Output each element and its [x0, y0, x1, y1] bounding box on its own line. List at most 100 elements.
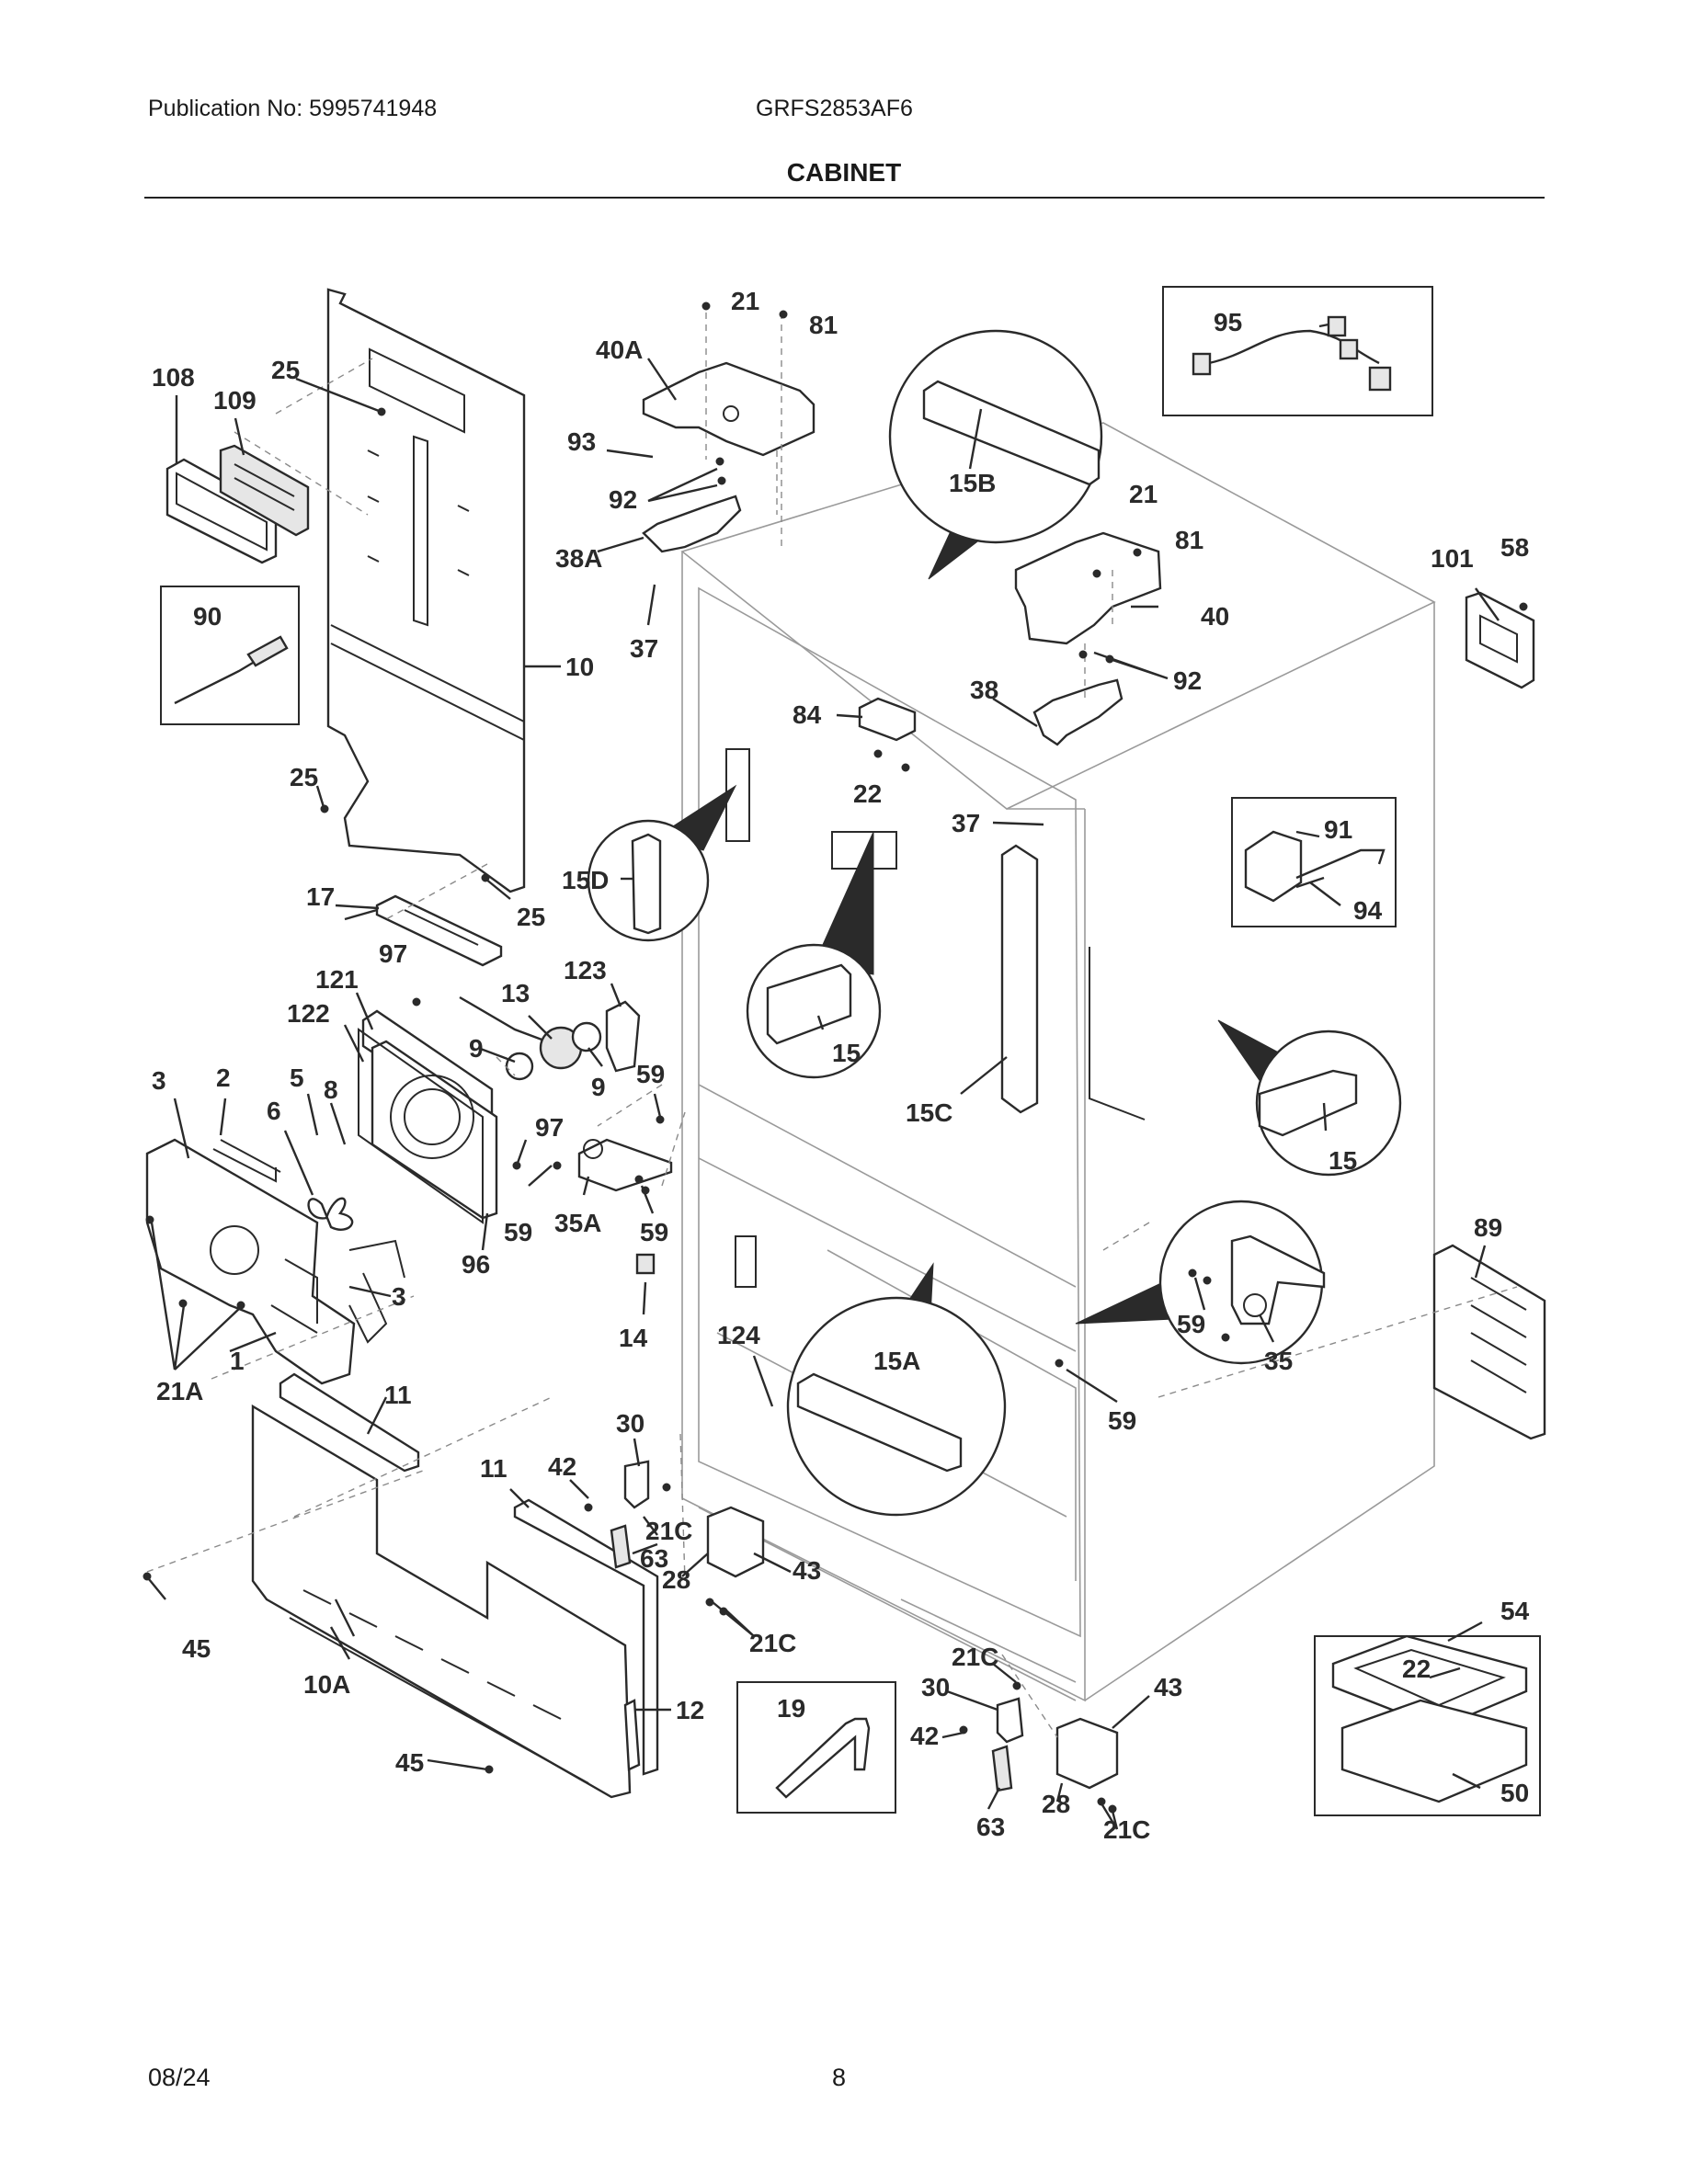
label-38: 38	[970, 676, 998, 704]
label-92: 92	[1173, 666, 1202, 695]
callout-15A	[786, 1262, 1007, 1517]
hinge-cover-40A	[642, 361, 815, 457]
label-91: 91	[1324, 815, 1352, 844]
label-28: 28	[1042, 1790, 1070, 1818]
label-21C: 21C	[645, 1517, 692, 1545]
header-divider	[144, 197, 1545, 199]
label-11: 11	[480, 1454, 508, 1483]
label-21A: 21A	[156, 1377, 203, 1405]
label-25: 25	[271, 356, 300, 384]
callout-15B	[888, 329, 1103, 580]
label-21C: 21C	[952, 1643, 998, 1671]
evaporator-cover-10	[326, 288, 526, 893]
label-95: 95	[1214, 308, 1242, 336]
label-21C: 21C	[1103, 1815, 1150, 1844]
label-124: 124	[717, 1321, 760, 1349]
label-30: 30	[921, 1673, 950, 1701]
label-9: 9	[469, 1034, 484, 1063]
label-21: 21	[1129, 480, 1158, 508]
label-90: 90	[193, 602, 222, 631]
label-10A: 10A	[303, 1670, 350, 1699]
label-15C: 15C	[906, 1098, 952, 1127]
inset-50-54-control-board	[1314, 1634, 1541, 1816]
part-number-labels: 108 25 109 90 10 25 25 17 21 81 40A 93 9…	[152, 287, 1530, 1844]
label-35: 35	[1264, 1347, 1293, 1375]
label-8: 8	[324, 1075, 338, 1104]
label-63: 63	[976, 1813, 1005, 1841]
gasket-11-left	[279, 1372, 420, 1473]
callout-15-left	[746, 831, 882, 1079]
label-108: 108	[152, 363, 195, 392]
label-11: 11	[384, 1381, 412, 1409]
label-15B: 15B	[949, 469, 996, 497]
label-59: 59	[504, 1218, 532, 1246]
leader-lines	[148, 358, 1500, 1830]
footer-date: 08/24	[148, 2064, 211, 2091]
label-94: 94	[1353, 896, 1383, 925]
label-15: 15	[832, 1039, 861, 1067]
label-37: 37	[952, 809, 980, 837]
model-number: GRFS2853AF6	[756, 96, 913, 121]
switch-14	[635, 1253, 656, 1275]
label-13: 13	[501, 979, 530, 1007]
label-21C: 21C	[749, 1629, 796, 1657]
label-45: 45	[395, 1748, 424, 1777]
label-96: 96	[462, 1250, 490, 1279]
label-63: 63	[640, 1544, 668, 1573]
hinge-cover-40	[1014, 531, 1162, 645]
label-42: 42	[548, 1452, 576, 1481]
label-25: 25	[290, 763, 318, 791]
label-3: 3	[152, 1066, 166, 1095]
label-43: 43	[793, 1556, 821, 1585]
damper-109	[219, 444, 310, 537]
label-15A: 15A	[873, 1347, 920, 1375]
label-37: 37	[630, 634, 658, 663]
label-22: 22	[1402, 1655, 1431, 1683]
hinge-bracket-35A	[577, 1138, 673, 1192]
label-17: 17	[306, 882, 335, 911]
label-5: 5	[290, 1064, 304, 1092]
label-42: 42	[910, 1722, 939, 1750]
label-1: 1	[230, 1347, 245, 1375]
hinge-38A	[642, 495, 742, 553]
label-123: 123	[564, 956, 607, 984]
back-panel-10A	[251, 1404, 632, 1799]
label-43: 43	[1154, 1673, 1182, 1701]
label-21: 21	[731, 287, 759, 315]
fan-shroud-assembly	[358, 1009, 498, 1224]
label-45: 45	[182, 1634, 211, 1663]
label-14: 14	[619, 1324, 648, 1352]
label-109: 109	[213, 386, 257, 415]
label-54: 54	[1500, 1597, 1530, 1625]
fan-housing-1	[145, 1138, 405, 1385]
hinge-block-28-right	[991, 1697, 1119, 1792]
page-title: CABINET	[786, 158, 902, 187]
label-59: 59	[636, 1060, 665, 1088]
assembly-lines	[146, 313, 1518, 1738]
label-28: 28	[662, 1565, 690, 1594]
label-97: 97	[535, 1113, 564, 1142]
label-92: 92	[609, 485, 637, 514]
label-22: 22	[853, 779, 882, 808]
back-panel-89	[1432, 1244, 1546, 1440]
led-strip-15C	[1000, 844, 1039, 1114]
label-38A: 38A	[555, 544, 602, 573]
hinge-block-28-left	[610, 1460, 765, 1578]
label-59: 59	[1108, 1406, 1136, 1435]
inset-19-wrench	[736, 1681, 896, 1814]
label-93: 93	[567, 427, 596, 456]
strip-12	[623, 1699, 641, 1771]
label-15D: 15D	[562, 866, 609, 894]
label-25: 25	[517, 903, 545, 931]
fan-motor-13	[459, 995, 641, 1081]
label-81: 81	[1175, 526, 1203, 554]
label-59: 59	[640, 1218, 668, 1246]
bracket-84	[858, 697, 917, 742]
label-59: 59	[1177, 1310, 1205, 1338]
label-122: 122	[287, 999, 330, 1028]
label-101: 101	[1431, 544, 1474, 573]
label-40: 40	[1201, 602, 1229, 631]
label-40A: 40A	[596, 336, 643, 364]
label-2: 2	[216, 1064, 231, 1092]
